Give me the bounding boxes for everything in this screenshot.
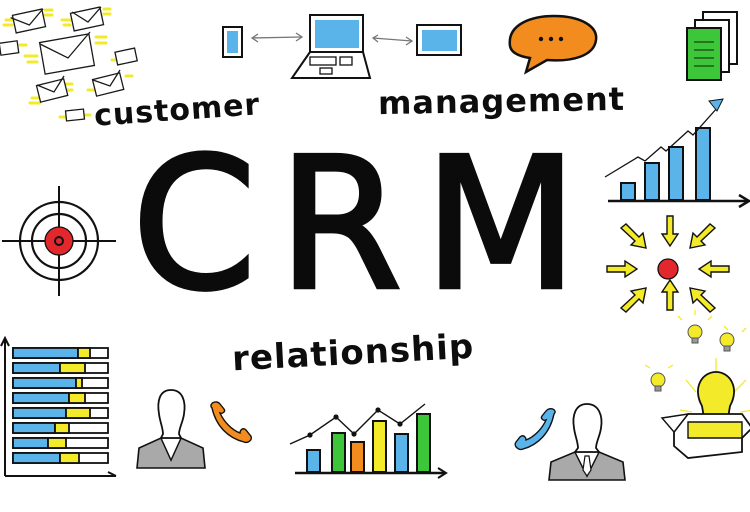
phone-orange-icon xyxy=(210,401,253,444)
laptop-icon xyxy=(290,14,372,79)
lightbulbs-box-icon xyxy=(644,310,750,459)
column-line-chart-icon xyxy=(289,403,448,479)
documents-icon xyxy=(686,11,738,81)
growth-bar-chart-icon xyxy=(604,98,750,209)
smartphone-icon xyxy=(222,26,243,58)
speech-bubble-icon xyxy=(508,14,598,75)
target-icon xyxy=(2,186,116,296)
converging-arrows-icon xyxy=(606,215,730,313)
email-envelopes-icon xyxy=(0,6,139,122)
word-management: management xyxy=(377,79,626,123)
tablet-icon xyxy=(416,24,462,56)
businessman-avatar-icon xyxy=(548,403,626,481)
word-relationship: relationship xyxy=(231,326,476,380)
crm-title: CRM xyxy=(130,118,600,331)
customer-avatar-icon xyxy=(136,389,206,469)
phone-blue-icon xyxy=(514,407,556,451)
devices-sync-icon xyxy=(222,14,462,79)
horizontal-bar-chart-icon xyxy=(0,335,117,477)
